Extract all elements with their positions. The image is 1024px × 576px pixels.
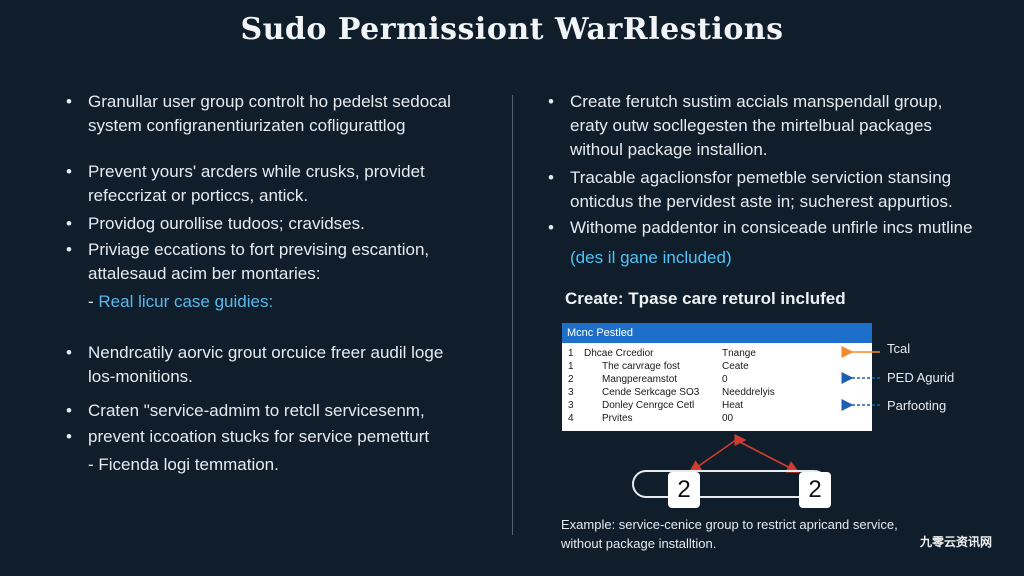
table-row: 1 Dhcae Crcedior Tnange [562,347,872,360]
page-title: Sudo Permissiont WarRlestions [240,12,784,47]
diagram-heading: Create: Tpase care returol inclufed [565,289,846,308]
sub-item: - Ficenda logi temmation. [88,455,279,474]
row-value: 0 [722,374,728,385]
bullet-icon: • [66,214,72,233]
list-item-line: Priviage eccations to fort prevising esc… [88,240,430,259]
example-line: Example: service-cenice group to restric… [561,517,898,532]
side-label-ped: PED Agurid [887,370,955,385]
list-item-line: Prevent yours' arcders while crusks, pro… [88,162,425,181]
table-row: 1 The carvrage fost Ceate [562,360,872,373]
row-number: 2 [568,374,574,385]
bullet-icon: • [66,427,72,446]
row-value: Needdrelyis [722,387,775,398]
example-line: without package installtion. [561,536,717,551]
list-item-line: eraty outw socllegesten the mirtelbual p… [570,116,932,135]
row-value: 00 [722,413,734,424]
list-item-line: Nendrcatily aorvic grout orcuice freer a… [88,343,444,362]
right-column: • Create ferutch sustim accials manspend… [548,90,988,270]
sub-item: - Real licur case guidies: [66,290,506,314]
list-item: • Nendrcatily aorvic grout orcuice freer… [66,341,506,389]
bullet-icon: • [66,240,72,259]
row-name: The carvrage fost [602,361,680,372]
list-item-line: prevent iccoation stucks for service pem… [88,427,430,446]
example-caption: Example: service-cenice group to restric… [561,515,941,553]
list-item-line: attalesaud acim ber montaries: [88,264,321,283]
red-arrow [688,439,737,473]
row-name: Donley Cenrgce Cetl [602,400,695,411]
row-name: Dhcae Crcedior [584,348,654,359]
row-number: 1 [568,361,574,372]
dash-marker: - [88,292,99,311]
row-name: Mangpereamstot [602,374,678,385]
list-item-line: Granullar user group controlt ho pedelst… [88,92,451,111]
left-column: • Granullar user group controlt ho pedel… [66,90,506,477]
list-item-line: Withome paddentor in consiceade unfirle … [570,218,973,237]
list-item-line: los-monitions. [88,367,193,386]
list-item-line: system configranentiurizaten cofliguratt… [88,116,406,135]
bullet-icon: • [66,92,72,111]
list-item: • Granullar user group controlt ho pedel… [66,90,506,138]
list-item: • Tracable agaclionsfor pemetble servict… [548,166,988,214]
list-item-line: withoul package installion. [570,140,768,159]
list-item: • Prevent yours' arcders while crusks, p… [66,160,506,208]
list-item: • Providog ourollise tudoos; cravidses. [66,212,506,236]
node-right: 2 [799,472,831,508]
watermark: 九零云资讯网 [920,535,993,549]
row-number: 3 [568,387,574,398]
list-item-line: refeccrizat or porticcs, antick. [88,186,309,205]
row-value: Heat [722,400,744,411]
bullet-icon: • [548,218,554,237]
list-item: • Craten "service-admim to retcll servic… [66,399,506,423]
red-arrow [735,439,800,473]
table-row: 3 Donley Cenrgce Cetl Heat [562,399,872,412]
table-row: 2 Mangpereamstot 0 [562,373,872,386]
row-number: 3 [568,400,574,411]
bullet-icon: • [66,401,72,420]
bullet-icon: • [66,343,72,362]
case-guides-link[interactable]: Real licur case guidies: [98,292,274,311]
bullet-icon: • [66,162,72,181]
column-divider [512,95,513,535]
list-item: • Create ferutch sustim accials manspend… [548,90,988,162]
row-name: Cende Serkcage SO3 [602,387,700,398]
list-item-line: onticdus the pervidest aste in; sucheres… [570,192,953,211]
row-value: Ceate [722,361,749,372]
node-left: 2 [668,472,700,508]
list-item-line: Providog ourollise tudoos; cravidses. [88,214,365,233]
bullet-icon: • [548,168,554,187]
row-number: 1 [568,348,574,359]
list-item: • Priviage eccations to fort prevising e… [66,238,506,286]
list-item: • Withome paddentor in consiceade unfirl… [548,216,988,240]
list-item-line: Craten "service-admim to retcll services… [88,401,425,420]
side-label-total: Tcal [887,341,911,356]
row-number: 4 [568,413,574,424]
list-item-line: Tracable agaclionsfor pemetble servictio… [570,168,952,187]
side-label-parfooting: Parfooting [887,398,947,413]
row-value: Tnange [722,348,756,359]
table-row: 3 Cende Serkcage SO3 Needdrelyis [562,386,872,399]
list-item-line: Create ferutch sustim accials manspendal… [570,92,943,111]
row-name: Prvites [602,413,633,424]
table-title: Mcnc Pestled [562,323,872,343]
bullet-icon: • [548,92,554,111]
highlight-note: (des il gane included) [570,248,732,267]
list-item: • prevent iccoation stucks for service p… [66,425,506,449]
table-row: 4 Prvites 00 [562,412,872,425]
permissions-table: Mcnc Pestled 1 Dhcae Crcedior Tnange 1 T… [562,323,872,431]
